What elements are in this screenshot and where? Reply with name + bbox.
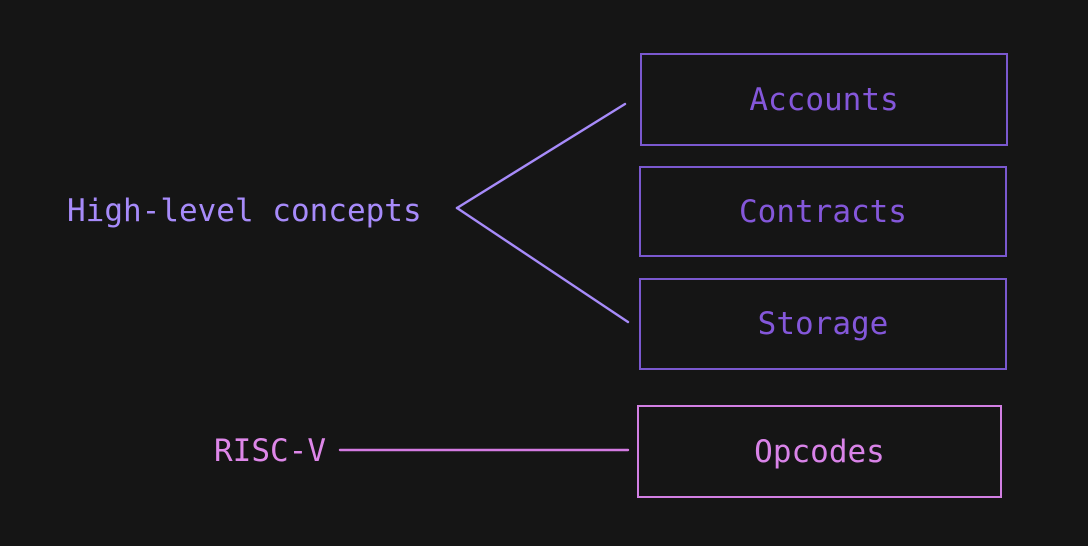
branch-line-bottom: [455, 206, 630, 324]
riscv-label: RISC-V: [214, 433, 326, 469]
node-box-storage: Storage: [639, 278, 1007, 370]
node-box-opcodes: Opcodes: [637, 405, 1002, 498]
branch-line-top: [455, 102, 627, 210]
node-box-accounts: Accounts: [640, 53, 1008, 146]
node-label-contracts: Contracts: [739, 193, 907, 230]
node-label-accounts: Accounts: [749, 81, 899, 118]
node-label-opcodes: Opcodes: [754, 433, 885, 470]
node-box-contracts: Contracts: [639, 166, 1007, 257]
node-label-storage: Storage: [757, 306, 889, 342]
high-level-concepts-label: High-level concepts: [67, 193, 422, 229]
